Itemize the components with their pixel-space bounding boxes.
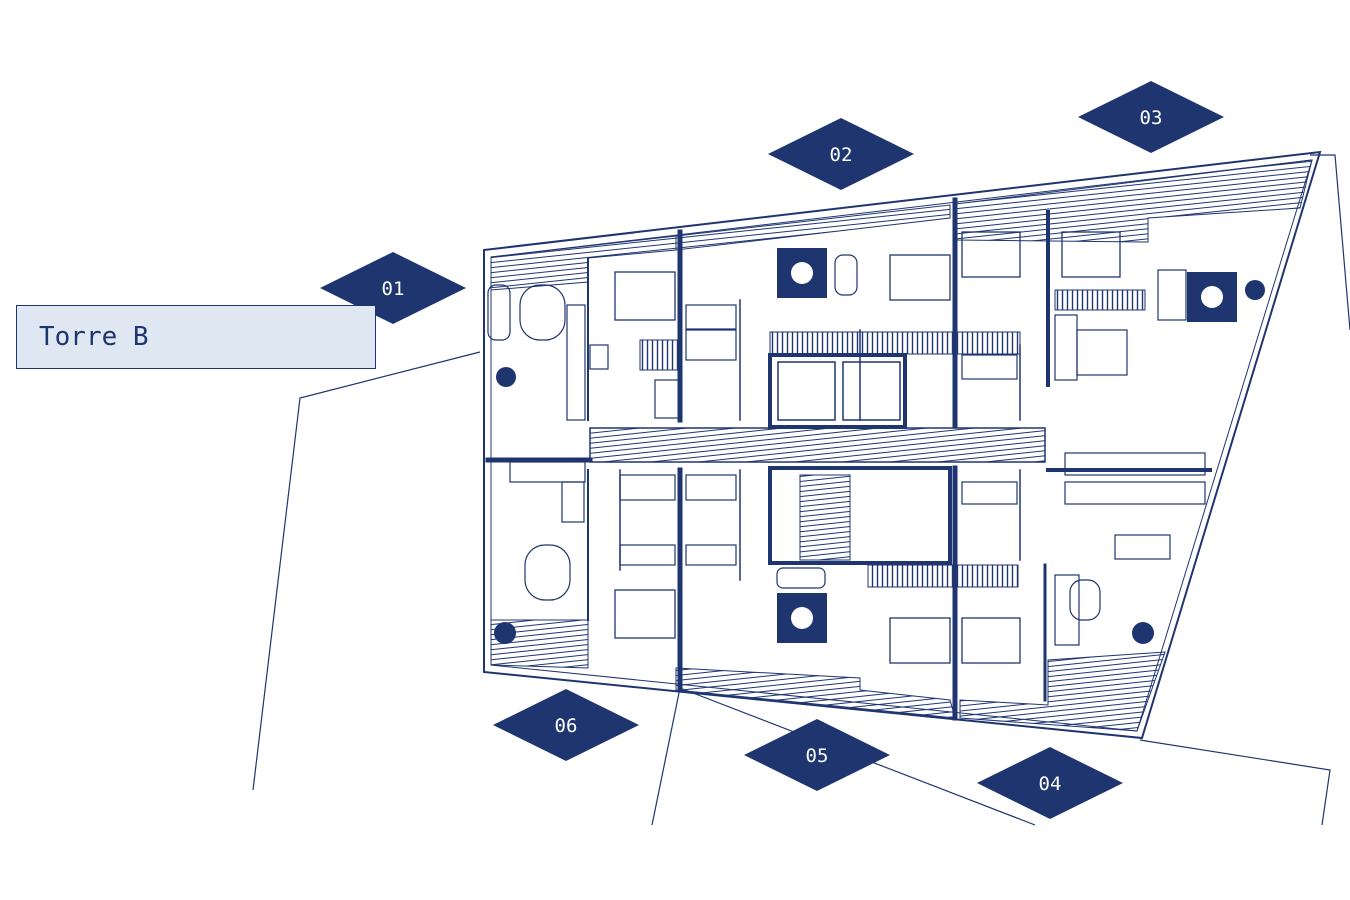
unit-tag-diamond[interactable] bbox=[744, 719, 890, 791]
dining-tables bbox=[777, 248, 1237, 643]
unit-tag-label: 04 bbox=[1039, 773, 1062, 795]
unit-tag-label: 02 bbox=[830, 144, 853, 166]
unit-tag-diamond[interactable] bbox=[768, 118, 914, 190]
unit-tags: 01 02 03 04 05 06 bbox=[320, 81, 1224, 819]
plant-markers bbox=[494, 280, 1265, 644]
corridor bbox=[589, 427, 1046, 463]
unit-tag-diamond[interactable] bbox=[493, 689, 639, 761]
unit-tag-04[interactable]: 04 bbox=[977, 747, 1123, 819]
core bbox=[639, 289, 1146, 588]
unit-tag-05[interactable]: 05 bbox=[744, 719, 890, 791]
unit-tag-03[interactable]: 03 bbox=[1078, 81, 1224, 153]
unit-tag-label: 06 bbox=[555, 715, 578, 737]
unit-tag-06[interactable]: 06 bbox=[493, 689, 639, 761]
unit-tag-02[interactable]: 02 bbox=[768, 118, 914, 190]
walls bbox=[485, 197, 1212, 721]
unit-tag-diamond[interactable] bbox=[1078, 81, 1224, 153]
unit-tag-label: 03 bbox=[1140, 107, 1163, 129]
unit-tag-label: 05 bbox=[806, 745, 829, 767]
fixtures bbox=[487, 254, 1206, 646]
tower-label: Torre B bbox=[16, 305, 376, 369]
unit-tag-diamond[interactable] bbox=[977, 747, 1123, 819]
beds bbox=[614, 231, 1121, 664]
unit-tag-label: 01 bbox=[382, 278, 405, 300]
